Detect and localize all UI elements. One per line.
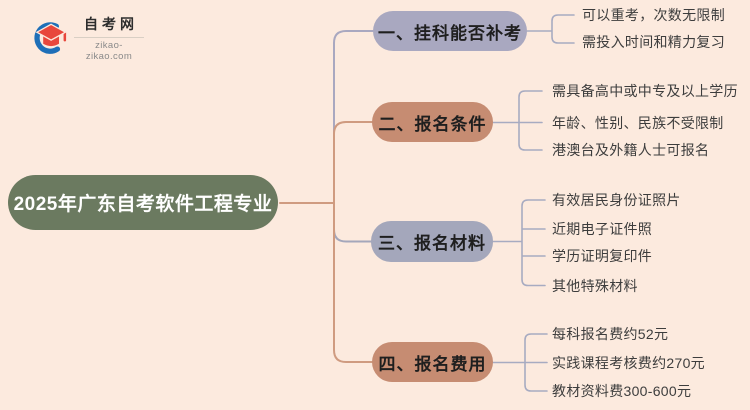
- leaf-item-4-1: 每科报名费约52元: [552, 326, 669, 342]
- logo-site-url: zikao-zikao.com: [85, 40, 133, 62]
- leaf-item-1-1: 可以重考，次数无限制: [582, 7, 725, 23]
- leaf-item-3-3: 学历证明复印件: [552, 248, 653, 264]
- leaf-item-2-2: 年龄、性别、民族不受限制: [552, 114, 724, 131]
- logo-divider: [74, 37, 144, 38]
- connector-branch-4: [333, 202, 373, 363]
- leaf-item-4-2: 实践课程考核费约270元: [552, 355, 705, 371]
- leaf-item-3-2: 近期电子证件照: [552, 221, 653, 237]
- leaf-item-1-2: 需投入时间和精力复习: [582, 34, 725, 50]
- branch-node-3: 三、报名材料: [371, 221, 493, 262]
- branch-node-1: 一、挂科能否补考: [373, 11, 527, 51]
- site-logo: 自考网 zikao-zikao.com: [30, 14, 144, 62]
- connector-branch-1: [333, 30, 374, 204]
- branch-node-4: 四、报名费用: [372, 342, 493, 382]
- leaf-item-4-3: 教材资料费300-600元: [552, 383, 692, 399]
- leaf-bracket-2: [492, 90, 543, 151]
- leaf-item-3-1: 有效居民身份证照片: [552, 192, 681, 208]
- leaf-bracket-4: [492, 333, 548, 392]
- branch-node-2: 二、报名条件: [372, 102, 493, 142]
- graduation-cap-icon: [34, 22, 67, 54]
- leaf-bracket-3: [492, 199, 546, 287]
- leaf-item-2-1: 需具备高中或中专及以上学历: [552, 83, 738, 99]
- leaf-item-2-3: 港澳台及外籍人士可报名: [552, 142, 710, 158]
- connector-branch-3: [333, 202, 372, 243]
- leaf-bracket-1: [526, 14, 575, 44]
- connector-branch-2: [333, 121, 373, 204]
- logo-site-name: 自考网: [84, 16, 138, 32]
- leaf-item-3-4: 其他特殊材料: [552, 277, 638, 294]
- root-topic: 2025年广东自考软件工程专业: [8, 175, 278, 230]
